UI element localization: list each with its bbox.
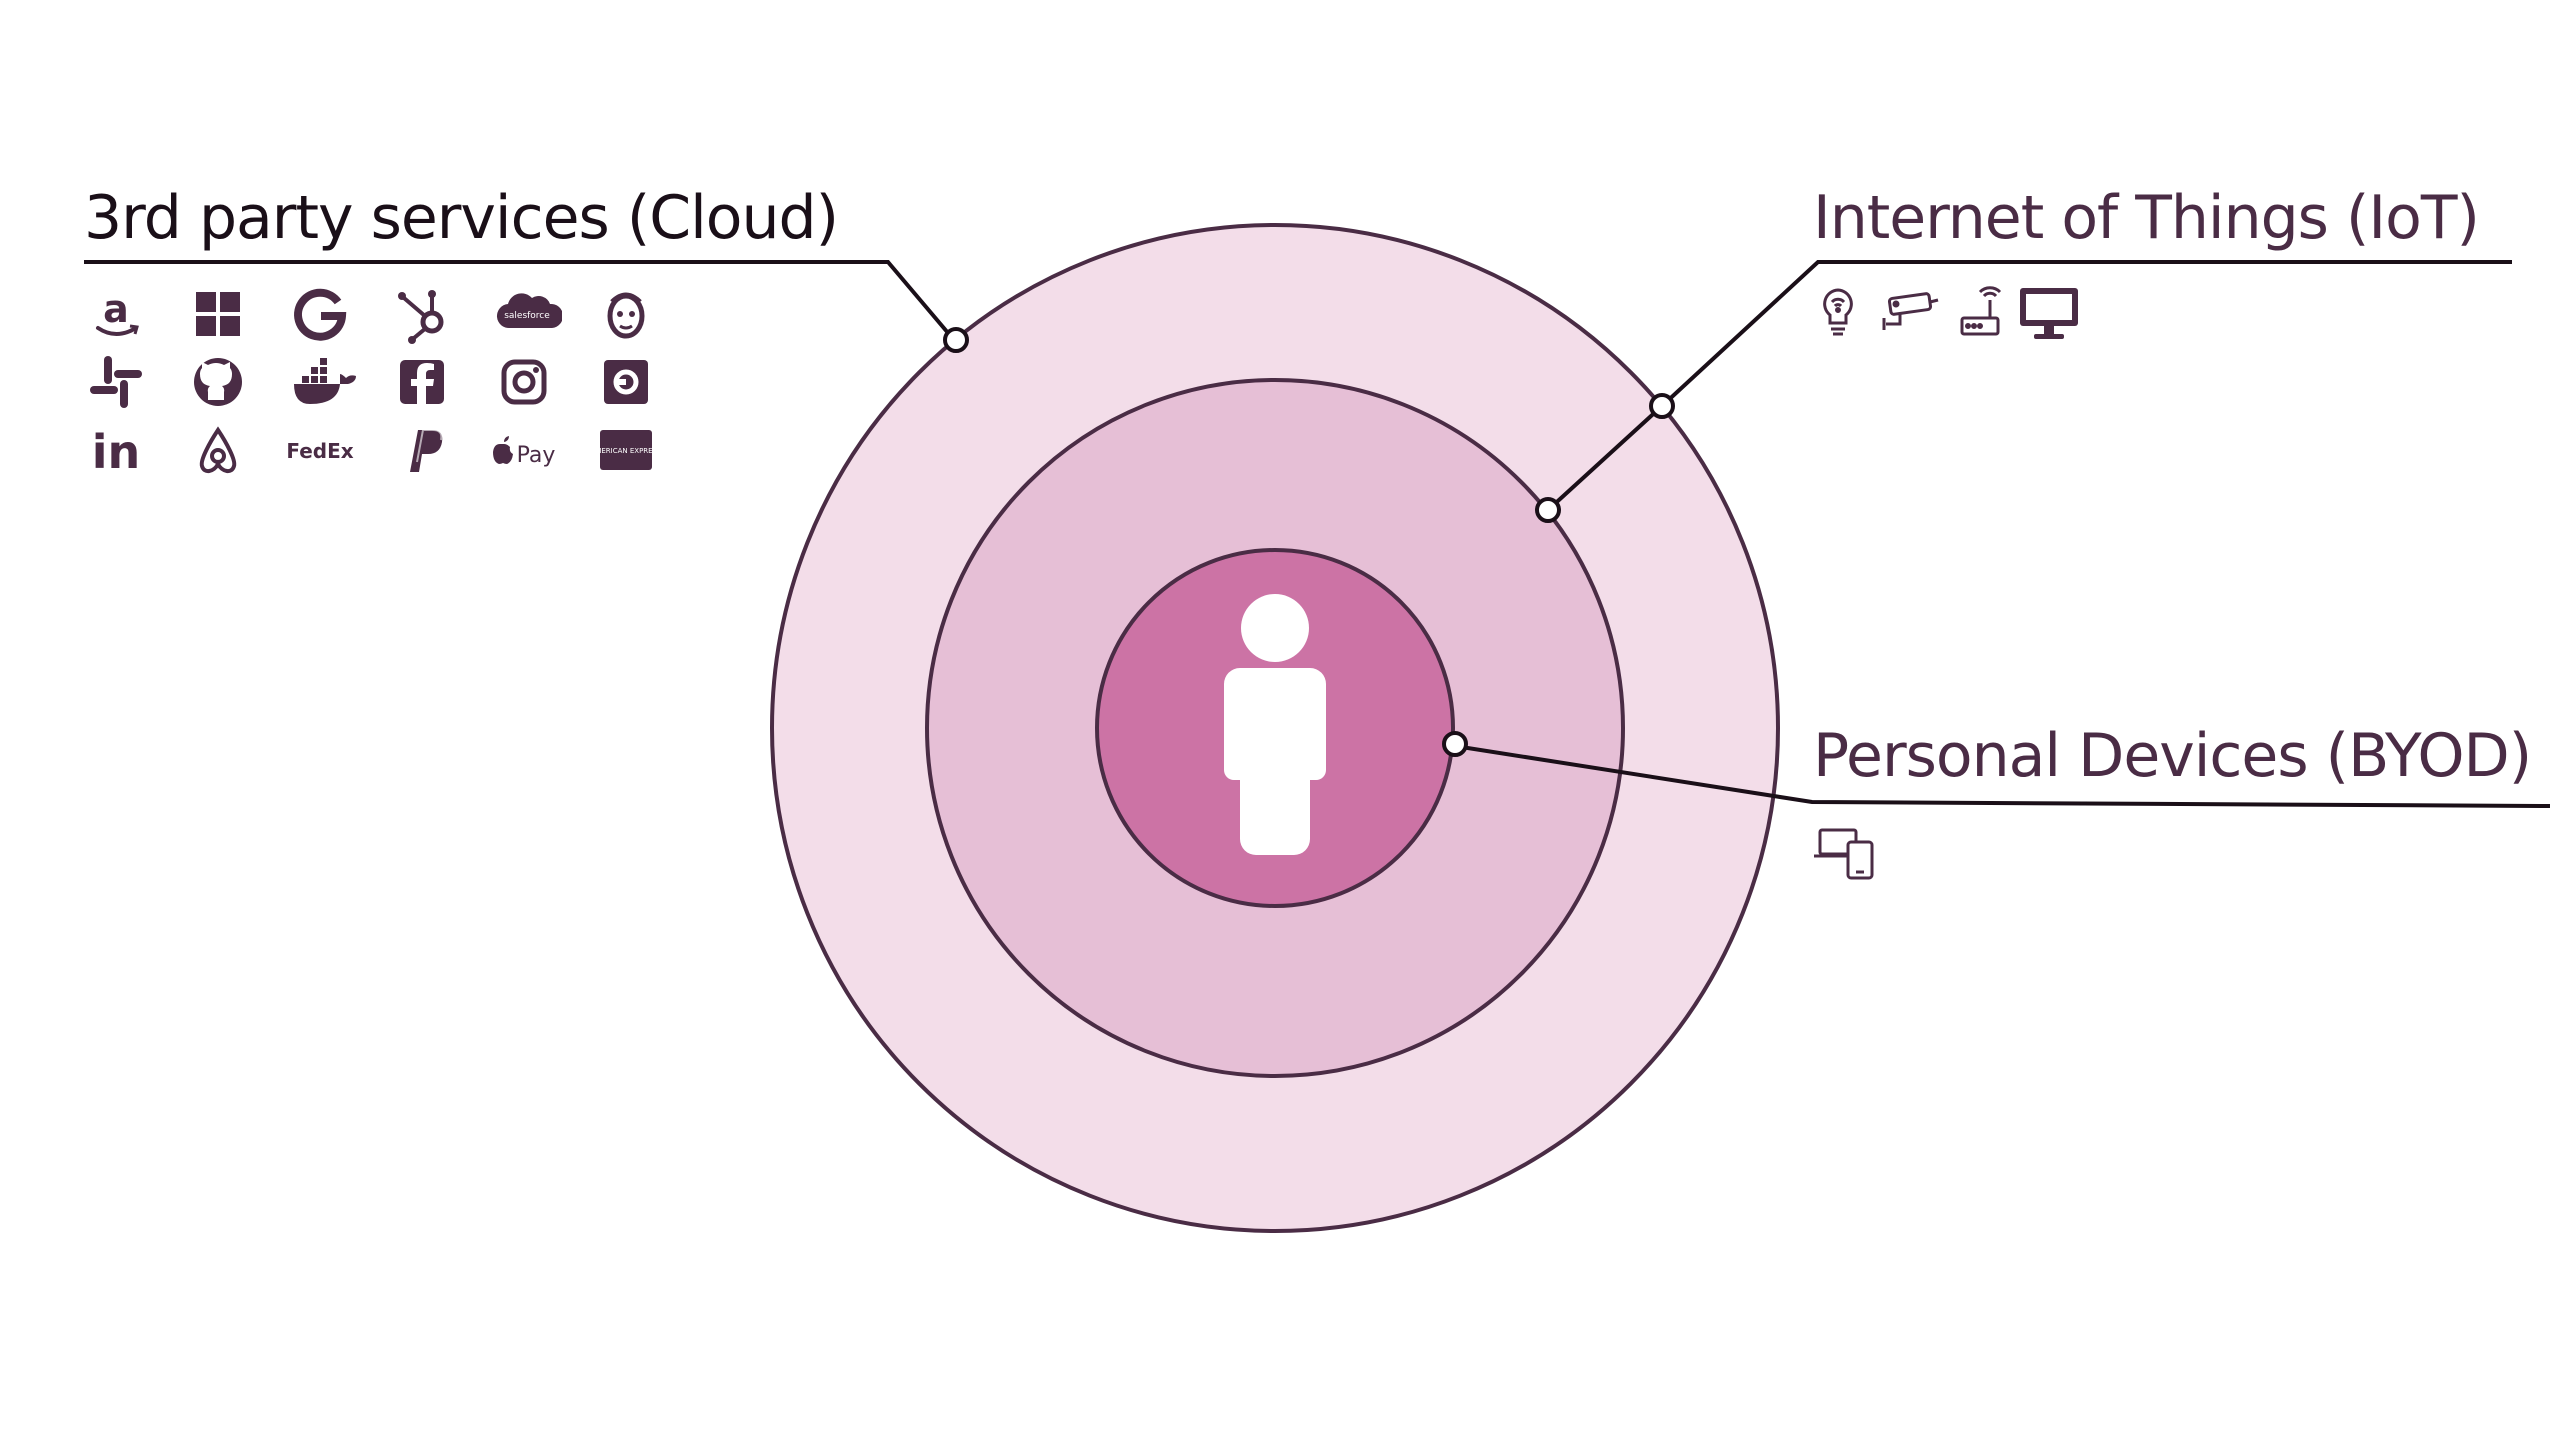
byod-label: Personal Devices (BYOD) — [1813, 721, 2532, 791]
windows-icon — [186, 282, 250, 346]
apple-pay-icon: Pay — [482, 418, 566, 482]
docker-icon — [288, 350, 358, 414]
svg-text:a: a — [103, 287, 129, 331]
byod-anchor-dot — [1442, 731, 1468, 757]
mailchimp-icon — [594, 282, 658, 346]
iot-leader-line — [1546, 260, 2512, 512]
amex-logo-text: AMERICAN EXPRESS — [594, 447, 658, 455]
iot-anchor-dot-outer — [1649, 393, 1675, 419]
cloud-label: 3rd party services (Cloud) — [84, 183, 839, 253]
fedex-icon: FedEx — [278, 418, 362, 482]
iot-anchor-dot — [1535, 497, 1561, 523]
cloud-anchor-dot — [943, 327, 969, 353]
slack-icon — [84, 350, 148, 414]
person-icon — [1224, 594, 1326, 855]
monitor-icon — [2016, 280, 2082, 346]
apple-pay-logo-text: Pay — [517, 443, 556, 468]
cloud-logo-grid: a salesforce in FedEx — [84, 282, 684, 482]
smart-bulb-icon — [1808, 284, 1868, 344]
salesforce-logo-text: salesforce — [504, 311, 550, 321]
linkedin-icon: in — [84, 418, 148, 482]
paypal-icon — [390, 418, 454, 482]
router-icon — [1952, 284, 2012, 344]
iot-label: Internet of Things (IoT) — [1813, 183, 2480, 253]
security-camera-icon — [1876, 284, 1942, 344]
github-icon — [186, 350, 250, 414]
uber-icon — [594, 350, 658, 414]
google-icon — [288, 282, 352, 346]
linkedin-logo-text: in — [92, 425, 141, 479]
fedex-logo-text: FedEx — [286, 439, 353, 463]
salesforce-icon: salesforce — [492, 282, 562, 346]
hubspot-icon — [390, 282, 454, 346]
byod-leader-line — [1454, 744, 2551, 808]
laptop-phone-icon — [1810, 822, 1880, 882]
airbnb-icon — [186, 418, 250, 482]
facebook-icon — [390, 350, 454, 414]
cloud-leader-line — [84, 260, 956, 342]
instagram-icon — [492, 350, 556, 414]
amazon-icon: a — [84, 282, 148, 346]
amex-icon: AMERICAN EXPRESS — [594, 418, 658, 482]
